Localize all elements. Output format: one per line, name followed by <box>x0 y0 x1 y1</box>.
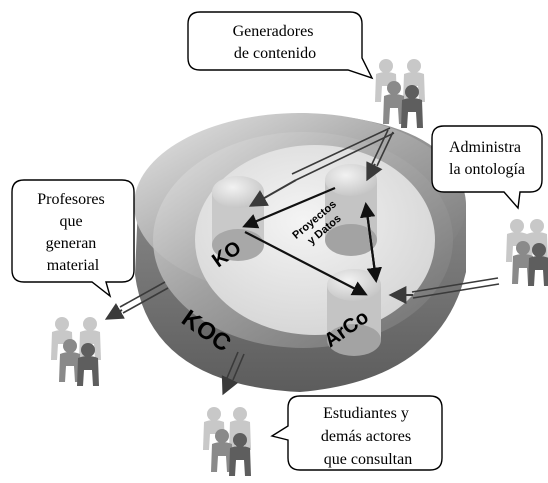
arrow-generadores-to-ko <box>248 127 395 207</box>
callout-estudiantes-line-1: Estudiantes y <box>323 405 409 422</box>
people-group-icon <box>203 407 251 476</box>
callout-administra-line-1: Administra <box>449 139 521 156</box>
arrow-generadores-to-proyectos <box>366 129 394 182</box>
callout-administra-line-2: la ontología <box>449 161 525 178</box>
callout-generadores: Generadores de contenido <box>187 11 374 80</box>
callout-generadores-line-2: de contenido <box>234 45 316 62</box>
callout-profesores-line-2: que <box>59 213 82 230</box>
svg-text:Administra la ontología: Administra la ontología <box>449 139 525 178</box>
callout-profesores-line-3: generan <box>46 235 97 252</box>
arrow-koc-to-estudiantes <box>221 351 245 396</box>
callout-estudiantes-line-3: que consultan <box>324 451 412 468</box>
callout-generadores-line-1: Generadores <box>233 23 314 40</box>
svg-text:Generadores de contenido: Generadores de contenido <box>233 23 318 62</box>
people-group-icon <box>506 219 548 286</box>
koc-ring <box>134 113 466 392</box>
external-arrows <box>104 127 500 396</box>
callout-administra: Administra la ontología <box>431 125 543 210</box>
callout-profesores-line-4: material <box>47 257 100 274</box>
svg-text:Profesores que gen: Profesores que generan material <box>37 191 109 274</box>
arrow-administra-to-arco <box>388 277 500 304</box>
callout-profesores: Profesores que generan material <box>11 179 135 298</box>
callout-profesores-line-1: Profesores <box>37 191 105 208</box>
callout-estudiantes-line-2: demás actores <box>321 428 411 445</box>
arrow-ko-to-arco <box>244 231 368 296</box>
internal-arrows <box>242 186 383 296</box>
arrow-proyectos-arco-up <box>359 201 378 281</box>
arrow-proyectos-to-ko <box>242 186 336 229</box>
svg-text:Estudiantes y demás acto: Estudiantes y demás actores que consulta… <box>321 405 415 468</box>
people-group-icon <box>375 59 425 128</box>
callout-estudiantes: Estudiantes y demás actores que consulta… <box>270 395 443 471</box>
people-group-icon <box>51 317 101 386</box>
arrow-profesores-koc <box>104 281 169 320</box>
